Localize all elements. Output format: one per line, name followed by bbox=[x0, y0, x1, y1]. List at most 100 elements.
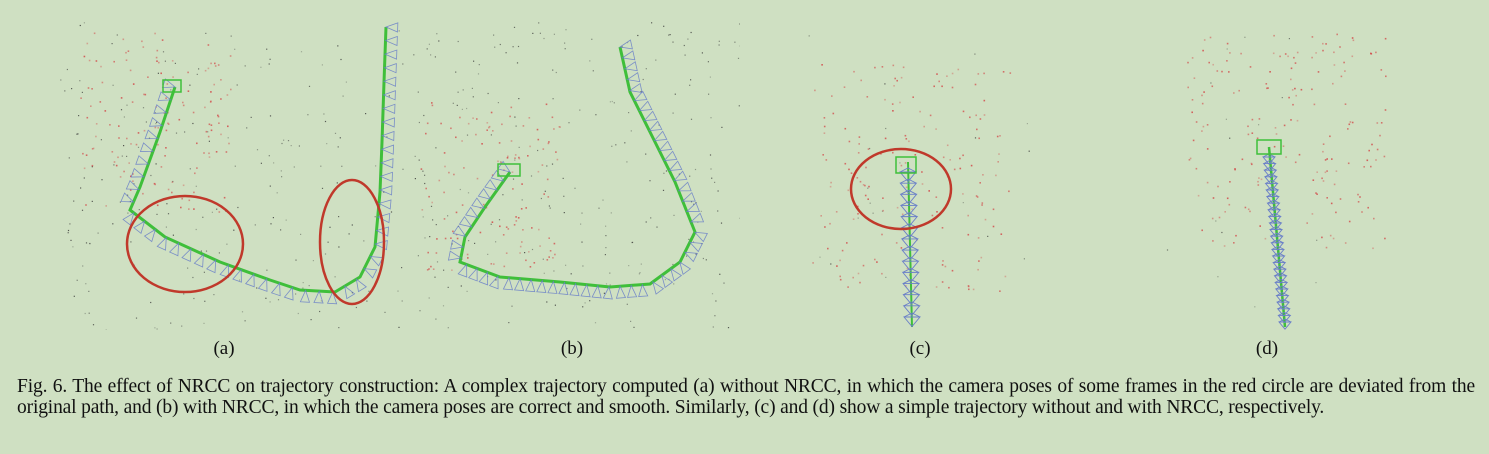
camera-frustum bbox=[156, 236, 167, 251]
point-red bbox=[992, 208, 995, 211]
point-dark bbox=[272, 217, 274, 219]
point-dark bbox=[630, 130, 632, 132]
point-dark bbox=[162, 51, 165, 53]
red-circle-c bbox=[849, 147, 953, 231]
point-dark bbox=[701, 52, 703, 54]
camera-frustum bbox=[381, 130, 395, 142]
point-dark bbox=[869, 147, 871, 150]
camera-frames-b bbox=[447, 39, 708, 300]
point-dark bbox=[1315, 282, 1317, 284]
camera-frustum bbox=[283, 286, 294, 301]
point-red bbox=[831, 95, 833, 97]
camera-frustum bbox=[1276, 305, 1291, 317]
point-red bbox=[1273, 145, 1276, 148]
point-red bbox=[1206, 124, 1209, 126]
point-dark bbox=[605, 235, 607, 237]
point-red bbox=[529, 145, 531, 148]
point-red bbox=[226, 94, 229, 96]
point-red bbox=[1311, 88, 1313, 91]
point-dark bbox=[260, 66, 262, 68]
point-dark bbox=[256, 149, 259, 151]
point-red bbox=[1384, 237, 1386, 240]
point-red bbox=[1376, 122, 1379, 124]
point-red bbox=[824, 226, 826, 228]
point-red bbox=[953, 168, 956, 171]
point-red bbox=[830, 181, 832, 184]
point-red bbox=[132, 83, 135, 85]
point-dark bbox=[566, 287, 568, 290]
point-red bbox=[1321, 177, 1323, 180]
point-red bbox=[511, 171, 514, 173]
point-red bbox=[1294, 161, 1297, 164]
point-dark bbox=[72, 246, 74, 248]
point-dark bbox=[413, 54, 415, 56]
point-dark bbox=[205, 250, 208, 252]
point-red bbox=[1191, 99, 1194, 101]
point-red bbox=[122, 38, 125, 41]
point-cloud-d bbox=[1166, 33, 1387, 308]
point-red bbox=[208, 152, 210, 155]
point-red bbox=[527, 155, 529, 157]
point-red bbox=[980, 256, 983, 259]
point-dark bbox=[133, 264, 135, 266]
point-dark bbox=[603, 292, 605, 294]
camera-frustum bbox=[149, 116, 164, 127]
point-red bbox=[1009, 72, 1012, 74]
point-red bbox=[230, 88, 232, 91]
point-red bbox=[969, 116, 971, 119]
point-red bbox=[193, 191, 195, 194]
camera-frustum bbox=[219, 263, 230, 279]
point-dark bbox=[664, 279, 666, 281]
point-red bbox=[448, 171, 450, 174]
point-dark bbox=[334, 276, 336, 278]
point-red bbox=[1212, 197, 1215, 199]
point-red bbox=[115, 164, 118, 167]
point-dark bbox=[213, 294, 215, 296]
point-red bbox=[1197, 194, 1200, 197]
point-dark bbox=[605, 247, 607, 249]
point-red bbox=[528, 117, 531, 119]
camera-frustum bbox=[153, 104, 168, 114]
camera-frustum bbox=[661, 274, 674, 289]
point-dark bbox=[156, 328, 158, 330]
point-red bbox=[1223, 245, 1226, 247]
point-red bbox=[874, 66, 876, 69]
point-red bbox=[158, 61, 160, 64]
point-red bbox=[154, 126, 157, 129]
point-dark bbox=[269, 301, 271, 303]
point-red bbox=[160, 72, 162, 75]
point-dark bbox=[374, 216, 376, 218]
point-dark bbox=[649, 180, 651, 182]
point-red bbox=[1326, 197, 1328, 199]
point-red bbox=[978, 137, 980, 140]
point-red bbox=[203, 152, 205, 154]
point-red bbox=[983, 99, 986, 102]
point-dark bbox=[73, 295, 75, 297]
camera-frustum bbox=[257, 277, 268, 292]
point-dark bbox=[690, 79, 692, 81]
point-red bbox=[881, 233, 883, 236]
point-red bbox=[117, 156, 119, 159]
point-dark bbox=[737, 57, 740, 59]
point-red bbox=[884, 137, 887, 140]
point-red bbox=[1234, 168, 1236, 171]
figure-caption: Fig. 6. The effect of NRCC on trajectory… bbox=[17, 376, 1475, 418]
camera-frustum bbox=[685, 202, 700, 212]
point-dark bbox=[308, 85, 311, 87]
point-red bbox=[1347, 162, 1350, 165]
point-red bbox=[1228, 71, 1230, 73]
point-red bbox=[421, 209, 424, 211]
point-red bbox=[1351, 37, 1354, 39]
point-dark bbox=[236, 84, 238, 86]
point-dark bbox=[174, 62, 176, 64]
red-circle-a-right bbox=[318, 178, 386, 306]
point-red bbox=[156, 60, 158, 62]
camera-frustum bbox=[1276, 298, 1291, 311]
point-red bbox=[207, 44, 210, 46]
point-red bbox=[977, 237, 980, 239]
point-red bbox=[935, 128, 937, 130]
point-red bbox=[507, 228, 510, 230]
point-red bbox=[86, 116, 89, 119]
point-dark bbox=[885, 276, 887, 278]
point-red bbox=[1284, 53, 1287, 55]
